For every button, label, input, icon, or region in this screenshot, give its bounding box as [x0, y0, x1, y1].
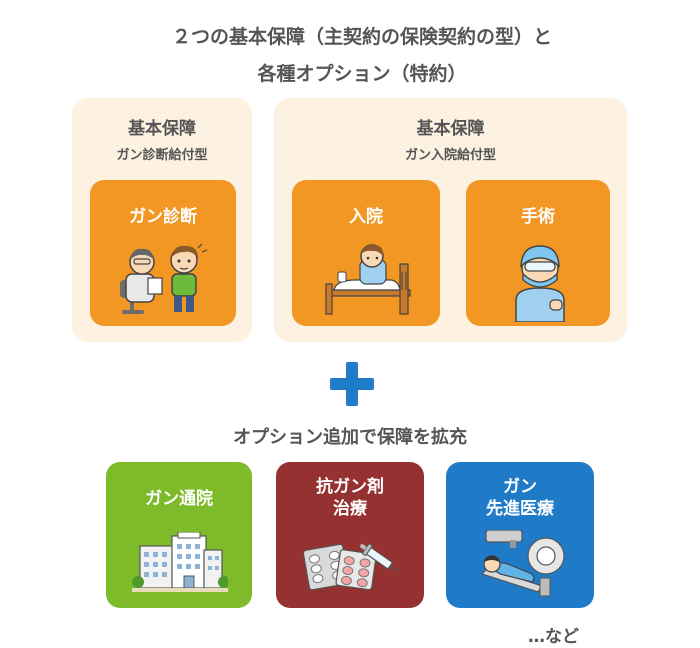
- radiation-therapy-illustration: [480, 530, 565, 597]
- card-label: ガン通院: [145, 489, 213, 509]
- panel-title: 基本保障: [416, 119, 485, 139]
- options-title: オプション追加で保障を拡充: [233, 427, 467, 448]
- diagram-title-line-2: 各種オプション（特約）: [257, 63, 467, 85]
- panel-subtitle: ガン診断給付型: [116, 148, 208, 163]
- medicine-and-syringe-illustration: [302, 542, 399, 591]
- card-label: 手術: [521, 207, 555, 227]
- and-more-note: …など: [528, 627, 579, 647]
- card-label-line-1: ガン: [503, 477, 537, 497]
- card-label-line-2: 治療: [333, 499, 367, 519]
- hospital-bed-illustration: [325, 244, 411, 315]
- card-label-line-1: 抗ガン剤: [316, 477, 384, 497]
- surgeon-illustration: [515, 245, 565, 322]
- plus-icon: [330, 362, 374, 406]
- cancer-outpatient-option-card: ガン通院: [106, 462, 252, 608]
- anticancer-drug-option-card: 抗ガン剤 治療: [276, 462, 424, 608]
- cancer-diagnosis-card: ガン診断: [90, 180, 236, 326]
- card-label: ガン診断: [129, 207, 197, 227]
- advanced-treatment-option-card: ガン 先進医療: [446, 462, 594, 608]
- hospitalization-card: 入院: [292, 180, 440, 326]
- card-label-line-2: 先進医療: [486, 499, 554, 519]
- card-label: 入院: [349, 207, 383, 227]
- panel-title: 基本保障: [128, 119, 196, 139]
- diagram-title-line-1: ２つの基本保障（主契約の保険契約の型）と: [171, 26, 552, 48]
- surgery-card: 手術: [466, 180, 610, 326]
- hospital-building-illustration: [132, 532, 228, 592]
- doctor-consultation-illustration: [120, 243, 208, 314]
- panel-subtitle: ガン入院給付型: [404, 148, 496, 163]
